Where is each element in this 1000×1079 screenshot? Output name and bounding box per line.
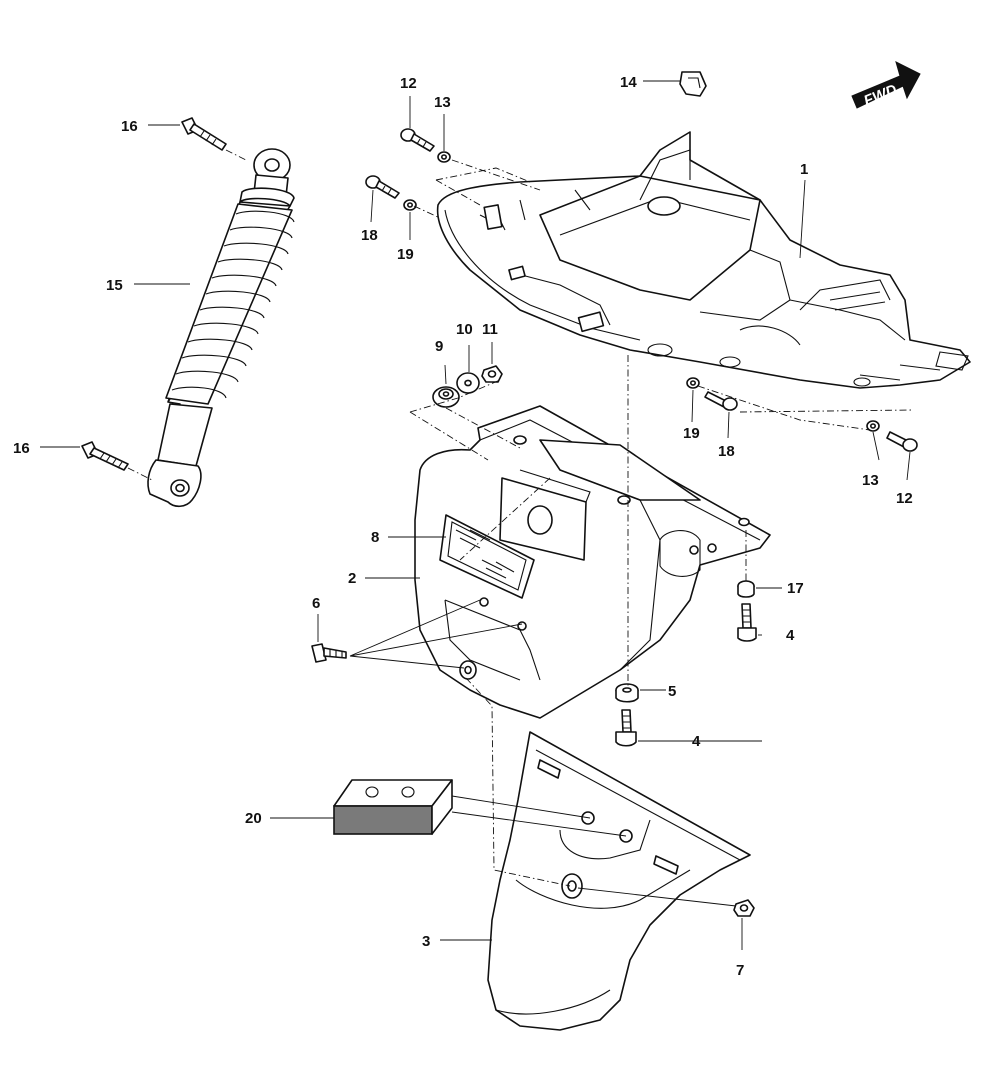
callout-16-upper: 16	[121, 118, 138, 135]
callout-3: 3	[422, 933, 430, 950]
callout-12-lower: 12	[896, 490, 913, 507]
bolt-6	[311, 643, 347, 663]
callout-18-lower: 18	[718, 443, 735, 460]
washer-19-upper	[403, 199, 417, 211]
bolt-12-upper	[400, 128, 435, 152]
callout-8: 8	[371, 529, 379, 546]
callout-1: 1	[800, 161, 808, 178]
callout-2: 2	[348, 570, 356, 587]
callout-9: 9	[435, 338, 443, 355]
bolt-4-center	[615, 709, 637, 747]
callout-17: 17	[787, 580, 804, 597]
bolt-4-right	[737, 603, 757, 642]
leader-lines	[40, 80, 911, 950]
fwd-arrow-badge: FWD	[851, 61, 921, 110]
callout-14: 14	[620, 74, 637, 91]
callout-20: 20	[245, 810, 262, 827]
callout-5: 5	[668, 683, 676, 700]
bolt-18-upper	[365, 175, 400, 199]
callout-12-upper: 12	[400, 75, 417, 92]
callout-6: 6	[312, 595, 320, 612]
callout-18-upper: 18	[361, 227, 378, 244]
license-plate-bracket	[414, 405, 771, 719]
reflector-8	[439, 514, 535, 599]
clip-14	[679, 71, 707, 97]
callout-15: 15	[106, 277, 123, 294]
washer-10	[456, 372, 480, 394]
fwd-label: FWD	[861, 81, 899, 110]
callout-16-lower: 16	[13, 440, 30, 457]
rear-inner-fender-tray	[436, 131, 971, 389]
nut-11	[481, 365, 503, 383]
rear-mudflap	[487, 731, 751, 1031]
nut-7	[733, 899, 755, 917]
bolt-16-lower	[81, 441, 129, 471]
callout-7: 7	[736, 962, 744, 979]
washer-19-lower	[686, 377, 700, 389]
collar-5	[615, 683, 639, 703]
assembly-guide-lines	[127, 149, 913, 887]
bolt-16-upper	[181, 117, 227, 151]
bolt-18-lower	[704, 391, 738, 411]
bolt-12-lower	[886, 431, 918, 452]
sponge-block-20	[333, 779, 453, 835]
washer-13-lower	[866, 420, 880, 432]
washer-13-upper	[437, 151, 451, 163]
callout-13-lower: 13	[862, 472, 879, 489]
callout-labels: 1 2 3 4 4 5 6 7 8 9 10 11 12 12 13 13 14…	[13, 74, 913, 979]
callout-4-center: 4	[692, 733, 701, 750]
callout-13-upper: 13	[434, 94, 451, 111]
rear-shock-absorber	[147, 148, 295, 508]
callout-19-lower: 19	[683, 425, 700, 442]
callout-11: 11	[482, 321, 498, 338]
grommet-9	[432, 386, 460, 408]
collar-17	[737, 580, 755, 598]
callout-19-upper: 19	[397, 246, 414, 263]
callout-10: 10	[456, 321, 473, 338]
callout-4-right: 4	[786, 627, 795, 644]
